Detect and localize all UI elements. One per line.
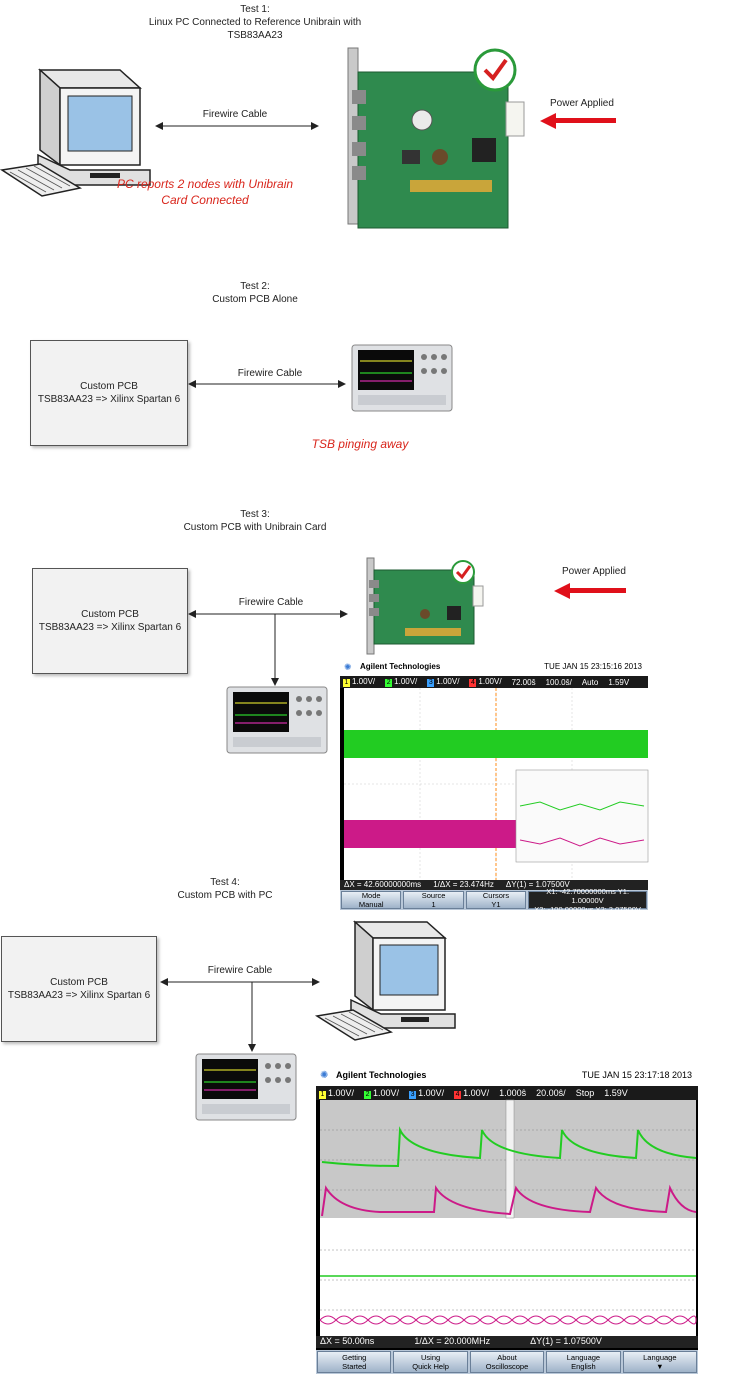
oscilloscope-icon xyxy=(226,686,328,754)
scope-brand: Agilent Technologies xyxy=(336,1070,427,1080)
cable-label: Firewire Cable xyxy=(207,965,273,976)
power-arrow xyxy=(554,583,626,599)
firewire-card-image xyxy=(347,47,525,229)
agilent-logo-icon: ✺ xyxy=(344,662,352,672)
oscilloscope-screenshot: ✺ Agilent Technologies TUE JAN 15 23:15:… xyxy=(340,660,649,914)
oscilloscope-icon xyxy=(195,1053,297,1121)
scope-waveform-display xyxy=(319,1099,697,1336)
firewire-cable-arrow xyxy=(160,978,320,1052)
scope-header: ✺ Agilent Technologies TUE JAN 15 23:17:… xyxy=(316,1068,698,1086)
custom-pcb-box: Custom PCB TSB83AA23 => Xilinx Spartan 6 xyxy=(32,568,188,674)
firewire-cable-arrow xyxy=(188,380,346,388)
cable-label: Firewire Cable xyxy=(202,109,268,120)
test1-note: PC reports 2 nodes with Unibrain Card Co… xyxy=(116,177,294,207)
agilent-logo-icon: ✺ xyxy=(320,1070,329,1081)
scope-header: ✺ Agilent Technologies TUE JAN 15 23:15:… xyxy=(340,660,648,676)
test3-heading: Test 3: Custom PCB with Unibrain Card xyxy=(183,509,327,533)
computer-icon xyxy=(0,68,151,197)
oscilloscope-screenshot: ✺ Agilent Technologies TUE JAN 15 23:17:… xyxy=(316,1068,698,1374)
power-arrow xyxy=(540,113,616,129)
firewire-cable-arrow xyxy=(155,122,319,130)
scope-brand: Agilent Technologies xyxy=(360,662,441,671)
cable-label: Firewire Cable xyxy=(238,597,304,608)
scope-waveform-display xyxy=(344,688,649,880)
test1-heading: Test 1: Linux PC Connected to Reference … xyxy=(148,4,362,41)
power-label: Power Applied xyxy=(562,566,626,577)
cursor-values: X1: -42.70000000ms Y1: 1.00000V X2: -100… xyxy=(528,887,648,914)
test2-note: TSB pinging away xyxy=(311,437,409,451)
computer-icon xyxy=(314,920,456,1041)
power-label: Power Applied xyxy=(550,98,614,109)
softkey-language-menu[interactable]: Language▼ xyxy=(622,1351,698,1373)
scope-readout: ΔX = 42.60000000ms 1/ΔX = 23.474Hz ΔY(1)… xyxy=(340,880,648,890)
scope-date: TUE JAN 15 23:17:18 2013 xyxy=(581,1070,692,1080)
test4-heading: Test 4: Custom PCB with PC xyxy=(177,877,273,901)
test2-heading: Test 2: Custom PCB Alone xyxy=(212,281,298,305)
firewire-cable-arrow xyxy=(188,610,348,686)
custom-pcb-box: Custom PCB TSB83AA23 => Xilinx Spartan 6 xyxy=(1,936,157,1042)
firewire-card-image xyxy=(366,557,484,655)
oscilloscope-icon xyxy=(351,344,453,412)
cable-label: Firewire Cable xyxy=(237,368,303,379)
scope-readout: ΔX = 50.00ns 1/ΔX = 20.000MHz ΔY(1) = 1.… xyxy=(316,1336,698,1348)
custom-pcb-box: Custom PCB TSB83AA23 => Xilinx Spartan 6 xyxy=(30,340,188,446)
scope-date: TUE JAN 15 23:15:16 2013 xyxy=(544,662,642,671)
